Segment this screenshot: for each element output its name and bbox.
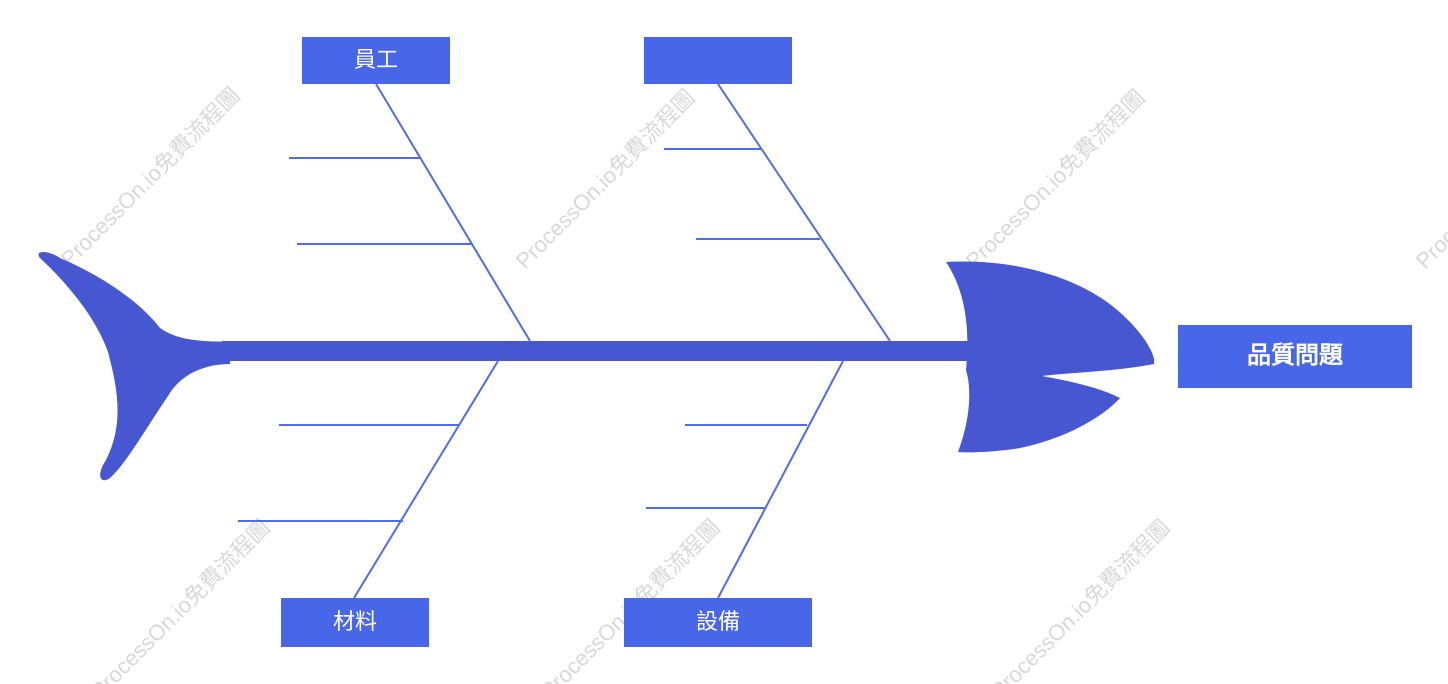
- sub-bones: [238, 148, 820, 522]
- bone-bottom-right: [717, 360, 844, 599]
- fish-tail: [38, 252, 231, 481]
- watermark: ProcessOn.io免費流程圖: [56, 83, 245, 272]
- category-label: 員工: [354, 48, 398, 73]
- fish-spine: [222, 341, 980, 361]
- watermark: ProcessOn.io免費流程圖: [86, 515, 275, 684]
- watermark: ProcessOn.io免費流程圖: [1411, 85, 1448, 274]
- problem-box[interactable]: 品質問題: [1178, 325, 1412, 388]
- fish-head: [946, 261, 1155, 453]
- category-box-bg: [281, 598, 429, 647]
- category-label: 材料: [333, 610, 377, 635]
- category-label: 設備: [696, 610, 740, 635]
- bone-bottom-left: [353, 360, 499, 599]
- category-box-bottom-right[interactable]: 設備: [624, 598, 812, 647]
- watermark: ProcessOn.io免費流程圖: [511, 85, 700, 274]
- bone-top-right: [717, 83, 891, 342]
- category-box-bottom-left[interactable]: 材料: [281, 598, 429, 647]
- category-box-top-left[interactable]: 員工: [302, 37, 450, 84]
- bones: [353, 83, 891, 599]
- category-box-bg: [302, 37, 450, 84]
- watermark: ProcessOn.io免費流程圖: [986, 515, 1175, 684]
- category-box-bg: [624, 598, 812, 647]
- bone-top-left: [375, 83, 531, 342]
- category-box-bg: [644, 37, 792, 84]
- category-box-top-right[interactable]: [644, 37, 792, 84]
- problem-box-bg: [1178, 325, 1412, 388]
- watermark: ProcessOn.io免費流程圖: [961, 85, 1150, 274]
- problem-label: 品質問題: [1247, 341, 1344, 369]
